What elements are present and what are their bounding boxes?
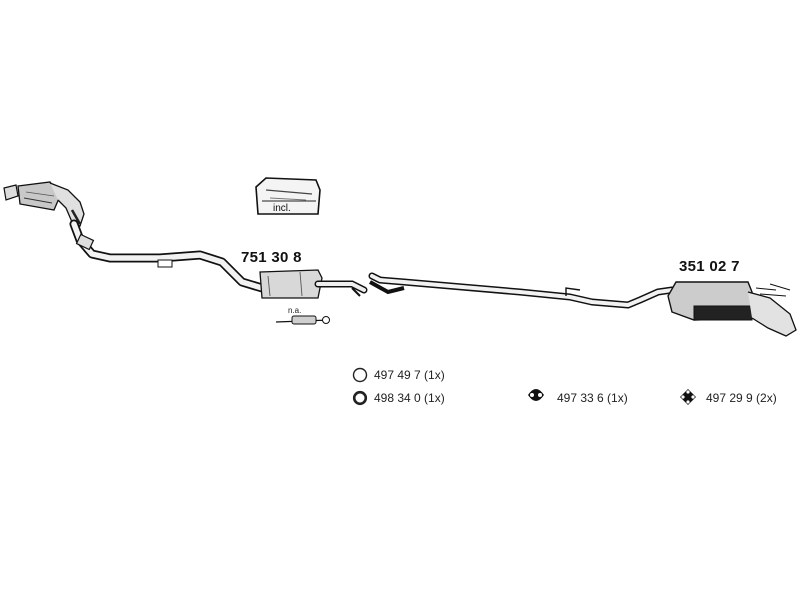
front-pipe — [69, 219, 267, 293]
clamp-kit-box — [255, 177, 321, 215]
rear-silencer-part-number: 351 02 7 — [679, 258, 740, 275]
rear-pipe — [368, 272, 676, 309]
legend-item: 498 34 0 (1x) — [374, 391, 445, 405]
legend-item: 497 29 9 (2x) — [706, 391, 777, 405]
rubber-mount-4-hole-icon — [680, 389, 696, 405]
o-ring-thick-icon — [352, 390, 368, 406]
sensor-note: n.a. — [288, 306, 302, 315]
legend-item: 497 33 6 (1x) — [557, 391, 628, 405]
center-silencer — [259, 269, 368, 299]
rear-silencer — [667, 281, 797, 337]
included-label: incl. — [273, 203, 291, 214]
o-ring-thin-icon — [352, 367, 368, 383]
catalytic-converter — [3, 181, 85, 227]
oxygen-sensor — [275, 315, 331, 325]
legend-item: 497 49 7 (1x) — [374, 368, 445, 382]
rubber-mount-2-hole-icon — [528, 389, 544, 401]
front-pipe-part-number: 751 30 8 — [241, 249, 302, 266]
